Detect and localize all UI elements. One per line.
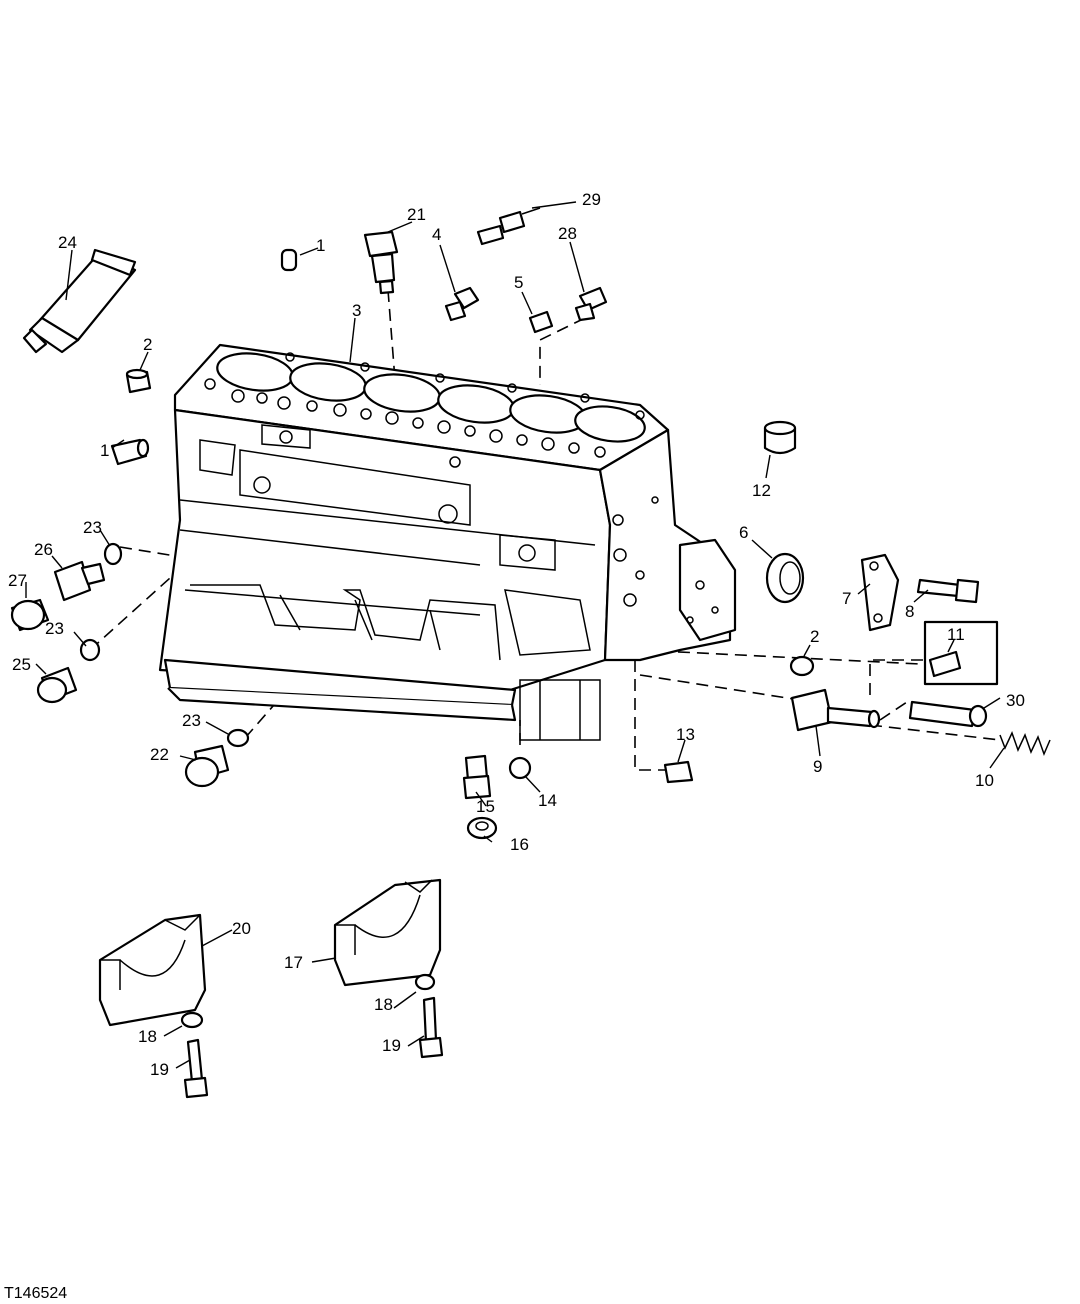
callout-15: 15 xyxy=(476,797,495,816)
callout-19a: 19 xyxy=(382,1036,401,1055)
drain-plug-icon xyxy=(184,744,230,788)
cap-screw-icon xyxy=(418,996,444,1059)
sensor-icon xyxy=(476,207,541,246)
callout-18b: 18 xyxy=(138,1027,157,1046)
washer-icon xyxy=(180,1011,204,1029)
callout-3: 3 xyxy=(352,301,361,320)
callout-16: 16 xyxy=(510,835,529,854)
callout-27: 27 xyxy=(8,571,27,590)
callout-10: 10 xyxy=(975,771,994,790)
callout-1a: 1 xyxy=(316,236,325,255)
callout-26: 26 xyxy=(34,540,53,559)
plug-icon xyxy=(923,620,999,686)
washer-icon xyxy=(414,973,436,991)
callout-2a: 2 xyxy=(143,335,152,354)
deck-holes xyxy=(204,352,645,458)
valve-icon xyxy=(790,688,881,732)
spring-icon xyxy=(999,731,1051,757)
washer-icon xyxy=(466,816,498,840)
fitting-icon xyxy=(444,286,480,322)
callout-1b: 1 xyxy=(100,441,109,460)
o-ring-icon xyxy=(226,728,250,748)
callout-6: 6 xyxy=(739,523,748,542)
callout-29: 29 xyxy=(582,190,601,209)
dowel-pin-icon xyxy=(280,248,298,272)
figure-id: T146524 xyxy=(4,1285,67,1302)
callout-30: 30 xyxy=(1006,691,1025,710)
callout-19b: 19 xyxy=(150,1060,169,1079)
callout-23a: 23 xyxy=(83,518,102,537)
plug-icon xyxy=(528,310,554,334)
callout-23b: 23 xyxy=(45,619,64,638)
check-ball-icon xyxy=(508,756,532,780)
nozzle-icon xyxy=(462,754,492,800)
main-bearing-cap-icon xyxy=(98,913,207,1027)
callout-14: 14 xyxy=(538,791,557,810)
dowel-pin-icon xyxy=(110,438,150,466)
drain-plug-icon xyxy=(36,666,78,704)
callout-8: 8 xyxy=(905,602,914,621)
callout-17: 17 xyxy=(284,953,303,972)
callout-24: 24 xyxy=(58,233,77,252)
callout-12: 12 xyxy=(752,481,771,500)
cap-screw-icon xyxy=(916,578,980,604)
hex-bolt-icon xyxy=(363,230,399,295)
seal-ring-icon xyxy=(765,552,805,604)
pin-icon xyxy=(908,700,988,728)
sealant-tube-icon xyxy=(22,248,137,354)
callout-labels: 1 1 2 2 3 4 5 6 7 8 9 10 11 12 13 14 15 … xyxy=(8,190,1025,1079)
leader-lines xyxy=(25,201,1005,1069)
callout-5: 5 xyxy=(514,273,523,292)
thrust-plate-icon xyxy=(860,553,900,632)
callout-13: 13 xyxy=(676,725,695,744)
callout-25: 25 xyxy=(12,655,31,674)
cup-plug-icon xyxy=(125,368,152,394)
pin-icon xyxy=(663,760,694,784)
adapter-fitting-icon xyxy=(53,560,106,602)
callout-21: 21 xyxy=(407,205,426,224)
o-ring-icon xyxy=(103,542,123,566)
callout-4: 4 xyxy=(432,225,441,244)
plug-icon xyxy=(10,598,50,632)
callout-22: 22 xyxy=(150,745,169,764)
callout-18a: 18 xyxy=(374,995,393,1014)
callout-11: 11 xyxy=(947,625,965,644)
callout-2b: 2 xyxy=(810,627,819,646)
cylinder-block xyxy=(158,343,737,741)
callout-23c: 23 xyxy=(182,711,201,730)
cup-plug-icon xyxy=(789,655,815,677)
main-bearing-cap-icon xyxy=(333,878,442,987)
callout-7: 7 xyxy=(842,589,851,608)
callout-28: 28 xyxy=(558,224,577,243)
cap-screw-icon xyxy=(183,1038,209,1099)
callout-9: 9 xyxy=(813,757,822,776)
cap-icon xyxy=(763,420,797,455)
fitting-icon xyxy=(574,286,608,322)
callout-20: 20 xyxy=(232,919,251,938)
